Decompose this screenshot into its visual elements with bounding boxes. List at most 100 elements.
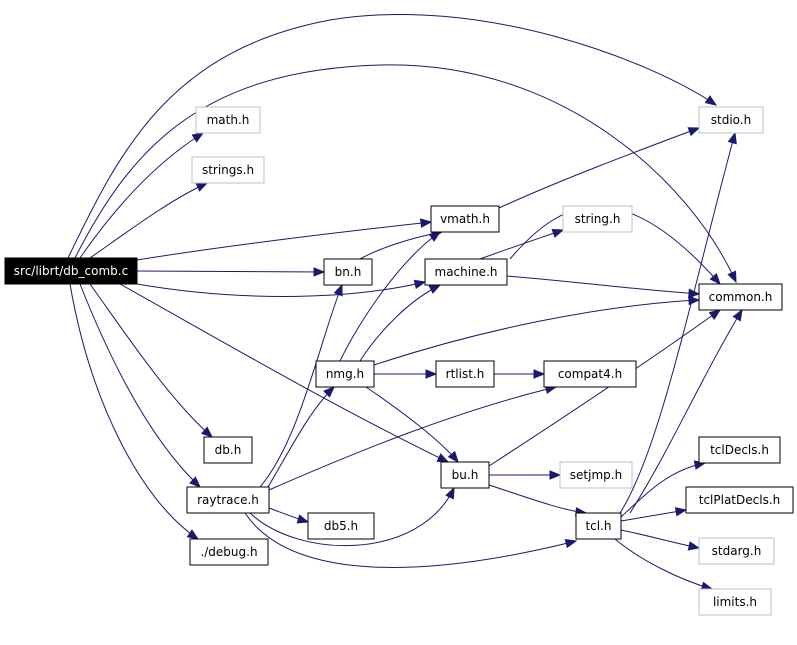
node-bn[interactable]: bn.h — [323, 258, 373, 286]
node-label: stdio.h — [711, 113, 751, 127]
arrowhead-icon — [727, 270, 737, 284]
node-strings[interactable]: strings.h — [191, 156, 265, 184]
node-box — [203, 436, 253, 464]
arrowhead-icon — [708, 309, 722, 320]
node-string[interactable]: string.h — [562, 205, 633, 233]
edge-nmg-to-common — [373, 299, 700, 366]
node-rtlist[interactable]: rtlist.h — [435, 360, 495, 388]
arrowhead-icon — [436, 453, 450, 463]
arrowhead-icon — [445, 486, 455, 500]
edge-vmath-to-stdio — [498, 127, 700, 209]
node-label: db.h — [215, 443, 242, 457]
node-compat4[interactable]: compat4.h — [543, 360, 637, 388]
node-box — [543, 360, 637, 388]
node-box — [189, 538, 269, 566]
edge-db_comb-to-machine — [136, 281, 426, 297]
node-label: vmath.h — [440, 212, 490, 226]
node-label: tcl.h — [585, 519, 611, 533]
edge-db_comb-to-stdio — [67, 13, 717, 259]
node-tclPlatDecls[interactable]: tclPlatDecls.h — [685, 486, 794, 514]
node-label: ./debug.h — [200, 545, 257, 559]
node-setjmp[interactable]: setjmp.h — [559, 461, 633, 489]
arrowhead-icon — [413, 279, 427, 290]
node-box — [430, 205, 500, 233]
arrowhead-icon — [323, 386, 335, 398]
node-label: rtlist.h — [446, 367, 485, 381]
edge-bu-to-common — [488, 309, 721, 467]
edge-nmg-to-machine — [359, 284, 441, 362]
arrowhead-icon — [333, 283, 343, 297]
node-vmath[interactable]: vmath.h — [430, 205, 500, 233]
arrowhead-icon — [688, 295, 701, 306]
node-debug[interactable]: ./debug.h — [189, 538, 269, 566]
node-db[interactable]: db.h — [203, 436, 253, 464]
node-box — [195, 106, 261, 134]
edge-raytrace-to-nmg — [267, 386, 335, 488]
edge-db_comb-to-common — [74, 64, 737, 283]
node-stdio[interactable]: stdio.h — [698, 106, 764, 134]
node-machine[interactable]: machine.h — [424, 258, 508, 286]
node-box — [698, 283, 783, 311]
node-limits[interactable]: limits.h — [698, 588, 772, 616]
edge-tcl-to-limits — [614, 538, 713, 590]
arrowhead-icon — [296, 514, 310, 524]
node-label: bu.h — [452, 468, 479, 482]
edge-db_comb-to-strings — [89, 182, 208, 259]
arrowhead-icon — [727, 131, 737, 145]
node-box — [698, 537, 775, 565]
edge-bu-to-tcl — [488, 484, 587, 514]
edge-raytrace-to-bn — [259, 284, 343, 488]
node-db5[interactable]: db5.h — [307, 512, 375, 540]
node-stdarg[interactable]: stdarg.h — [698, 537, 775, 565]
node-label: limits.h — [713, 595, 757, 609]
node-label: tclPlatDecls.h — [699, 493, 781, 507]
edge-db_comb-to-bu — [119, 283, 449, 463]
node-box — [186, 486, 270, 514]
node-label: nmg.h — [326, 367, 364, 381]
edge-db_comb-to-math — [79, 132, 204, 259]
arrowhead-icon — [687, 127, 701, 137]
arrowhead-icon — [674, 507, 688, 517]
node-box — [559, 461, 633, 489]
edge-db_comb-to-vmath — [136, 221, 432, 261]
edge-nmg-to-vmath — [339, 231, 441, 362]
node-nmg[interactable]: nmg.h — [315, 360, 375, 388]
arrowhead-icon — [195, 182, 209, 192]
node-label: raytrace.h — [197, 493, 259, 507]
node-common[interactable]: common.h — [698, 283, 783, 311]
node-box — [424, 258, 508, 286]
node-box — [698, 588, 772, 616]
node-box — [440, 461, 490, 489]
node-label: stdarg.h — [712, 544, 762, 558]
edge-raytrace-to-compat4 — [268, 386, 557, 491]
arrowhead-icon — [732, 308, 743, 322]
node-box — [698, 436, 781, 464]
arrowhead-icon — [313, 267, 326, 277]
node-layer: src/librt/db_comb.c math.h strings.h stdio.… — [4, 106, 794, 616]
node-db_comb[interactable]: src/librt/db_comb.c — [4, 257, 138, 285]
arrowhead-icon — [200, 426, 214, 438]
node-tcl[interactable]: tcl.h — [575, 512, 622, 540]
node-label: machine.h — [435, 265, 498, 279]
edge-db_comb-to-raytrace — [79, 283, 201, 488]
arrowhead-icon — [191, 132, 205, 143]
node-math[interactable]: math.h — [195, 106, 261, 134]
arrowhead-icon — [428, 284, 442, 294]
node-tclDecls[interactable]: tclDecls.h — [698, 436, 781, 464]
edge-machine-to-common — [506, 275, 700, 295]
node-raytrace[interactable]: raytrace.h — [186, 486, 270, 514]
arrowhead-icon — [709, 272, 721, 286]
edge-db_comb-to-bn — [136, 270, 325, 273]
node-label: bn.h — [335, 265, 362, 279]
edge-db_comb-to-debug — [69, 283, 199, 540]
node-bu[interactable]: bu.h — [440, 461, 490, 489]
node-box — [562, 205, 633, 233]
edge-layer — [67, 13, 743, 591]
node-box — [435, 360, 495, 388]
node-label: db5.h — [324, 519, 358, 533]
arrowhead-icon — [687, 541, 701, 551]
edge-tcl-to-stdarg — [620, 529, 700, 549]
node-label: math.h — [207, 113, 250, 127]
arrowhead-icon — [425, 369, 438, 379]
